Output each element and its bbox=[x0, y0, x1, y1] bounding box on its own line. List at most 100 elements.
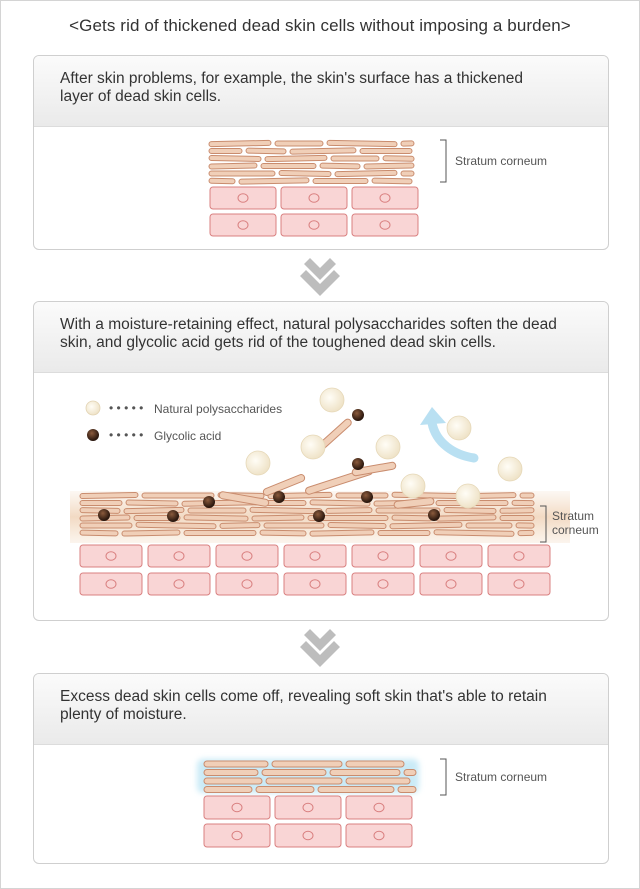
panel-header: After skin problems, for example, the sk… bbox=[34, 56, 608, 127]
skin-cell bbox=[209, 213, 277, 237]
dead-skin-cell bbox=[319, 162, 361, 170]
down-arrow-icon bbox=[300, 258, 340, 296]
loose-dead-skin-cell bbox=[393, 497, 435, 509]
polysaccharide-particle bbox=[300, 434, 326, 460]
dead-skin-cell bbox=[208, 170, 276, 177]
dead-skin-cell bbox=[263, 522, 325, 529]
living-cell-layer bbox=[79, 544, 551, 596]
dead-skin-cell bbox=[377, 530, 431, 536]
dead-skin-cell bbox=[465, 522, 513, 529]
skin-cell bbox=[79, 572, 143, 596]
dead-skin-cell bbox=[261, 769, 327, 776]
curved-arrow-icon bbox=[420, 407, 479, 463]
dead-skin-cell bbox=[274, 140, 324, 147]
dead-skin-cell bbox=[511, 499, 535, 507]
skin-cell bbox=[351, 544, 415, 568]
loose-dead-skin-cell bbox=[351, 461, 397, 477]
dead-skin-cell bbox=[79, 491, 139, 500]
cell-nucleus bbox=[231, 802, 243, 813]
skin-cell bbox=[209, 186, 277, 210]
skin-cell bbox=[280, 213, 348, 237]
stratum-bracket bbox=[440, 758, 447, 796]
healthy-skin-diagram: Stratum corneum bbox=[197, 758, 547, 848]
dead-skin-cell bbox=[208, 162, 258, 170]
dead-skin-cell bbox=[327, 521, 387, 530]
glycolic-acid-particle bbox=[203, 496, 215, 508]
dead-skin-cell bbox=[389, 521, 463, 530]
cell-nucleus bbox=[379, 220, 391, 230]
cell-nucleus bbox=[302, 830, 314, 841]
cell-nucleus bbox=[173, 579, 185, 589]
dead-skin-cell bbox=[187, 507, 247, 514]
loose-dead-skin-cell bbox=[218, 491, 270, 507]
polysaccharide-particle bbox=[455, 483, 481, 509]
treatment-diagram: • • • • • Natural polysaccharides • • • … bbox=[70, 387, 599, 596]
dead-skin-cell bbox=[208, 155, 262, 162]
stratum-label-line1: Stratum bbox=[552, 509, 594, 523]
dead-skin-cell bbox=[208, 148, 243, 154]
skin-cell bbox=[283, 544, 347, 568]
dead-skin-cell bbox=[443, 507, 497, 514]
glycolic-acid-particle bbox=[428, 509, 440, 521]
cell-nucleus bbox=[513, 551, 525, 561]
skin-cell bbox=[487, 544, 551, 568]
skin-cell bbox=[274, 823, 342, 848]
skin-cell bbox=[419, 544, 483, 568]
dead-skin-cell bbox=[499, 507, 535, 514]
legend-polysaccharide-icon bbox=[85, 400, 101, 416]
legend-glycolic-icon bbox=[87, 429, 99, 441]
dead-skin-cell bbox=[359, 148, 413, 154]
dead-skin-cell bbox=[515, 522, 535, 529]
dead-skin-cell bbox=[183, 514, 249, 522]
stratum-label: Stratum corneum bbox=[455, 770, 547, 784]
cell-nucleus bbox=[377, 579, 389, 589]
skin-cell bbox=[147, 544, 211, 568]
panel-header: Excess dead skin cells come off, reveali… bbox=[34, 674, 608, 745]
cell-nucleus bbox=[379, 193, 391, 203]
cell-nucleus bbox=[105, 551, 117, 561]
polysaccharide-particles bbox=[245, 387, 523, 509]
dead-skin-cell bbox=[79, 529, 119, 537]
dead-skin-cell bbox=[400, 170, 415, 177]
dead-skin-layer bbox=[208, 139, 415, 185]
skin-cell bbox=[419, 572, 483, 596]
cell-nucleus bbox=[309, 551, 321, 561]
skin-cell bbox=[283, 572, 347, 596]
dead-skin-cell bbox=[264, 154, 328, 163]
dead-skin-cell bbox=[397, 786, 417, 793]
dead-skin-cell bbox=[329, 769, 401, 776]
stratum-label: Stratum corneum bbox=[455, 154, 547, 168]
dead-skin-cell bbox=[312, 178, 369, 184]
dead-skin-cell bbox=[79, 500, 123, 506]
loose-dead-skin-cell bbox=[262, 474, 306, 496]
dead-skin-cell bbox=[400, 140, 415, 147]
dead-skin-cell bbox=[203, 786, 253, 793]
polysaccharide-particle bbox=[245, 450, 271, 476]
living-cell-layer bbox=[209, 186, 419, 237]
dead-skin-cell bbox=[317, 786, 395, 793]
glycolic-acid-particle bbox=[98, 509, 110, 521]
page-title: <Gets rid of thickened dead skin cells w… bbox=[69, 16, 571, 35]
cell-nucleus bbox=[308, 220, 320, 230]
dead-skin-cell bbox=[278, 170, 332, 177]
dead-skin-cell bbox=[375, 507, 441, 514]
cell-nucleus bbox=[373, 802, 385, 813]
cell-nucleus bbox=[445, 551, 457, 561]
cell-nucleus bbox=[445, 579, 457, 589]
legend-dots: • • • • • bbox=[109, 428, 143, 442]
skin-cell bbox=[351, 213, 419, 237]
dead-skin-cell bbox=[203, 769, 259, 776]
dead-skin-cell bbox=[183, 530, 257, 536]
cell-nucleus bbox=[237, 220, 249, 230]
stratum-bracket bbox=[440, 139, 447, 183]
dead-skin-cell bbox=[245, 147, 287, 155]
dead-skin-cell bbox=[260, 163, 317, 169]
cell-nucleus bbox=[377, 551, 389, 561]
cell-nucleus bbox=[302, 802, 314, 813]
dead-skin-cell bbox=[345, 777, 411, 785]
dead-skin-cell bbox=[433, 529, 515, 537]
dead-skin-cell bbox=[403, 769, 417, 776]
dead-skin-cell bbox=[326, 139, 398, 148]
polysaccharide-particle bbox=[400, 473, 426, 499]
glycolic-acid-particle bbox=[313, 510, 325, 522]
